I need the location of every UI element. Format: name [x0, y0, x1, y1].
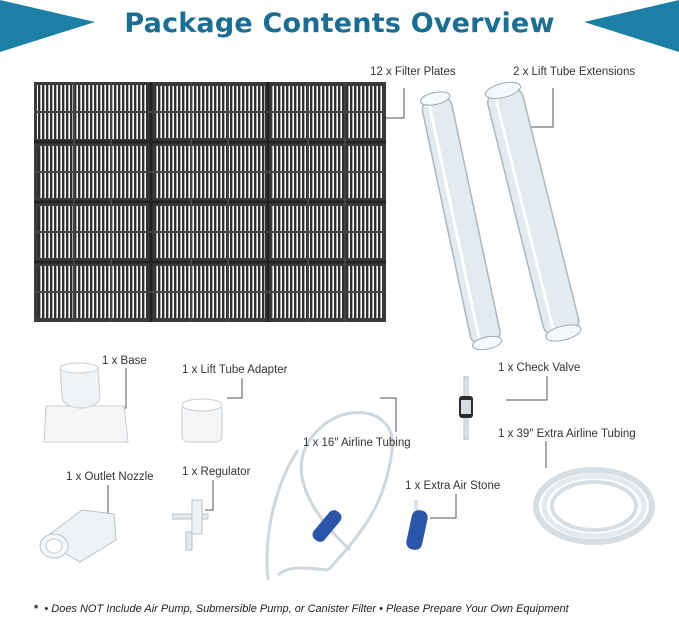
lift-tube-adapter-image — [181, 398, 223, 443]
base-label: 1 x Base — [102, 355, 147, 367]
airline-16-label: 1 x 16″ Airline Tubing — [303, 437, 411, 449]
outlet-nozzle-label: 1 x Outlet Nozzle — [66, 471, 154, 483]
check-valve-label: 1 x Check Valve — [498, 362, 581, 374]
lift-tube-extensions-image — [420, 81, 582, 350]
filter-plates-image — [34, 82, 386, 322]
footnote-text: • Does NOT Include Air Pump, Submersible… — [44, 603, 569, 615]
outlet-nozzle-image — [39, 509, 117, 563]
footnote: * • Does NOT Include Air Pump, Submersib… — [34, 603, 569, 615]
regulator-image — [172, 499, 209, 551]
airline-39-label: 1 x 39″ Extra Airline Tubing — [498, 428, 636, 440]
left-corner-decoration — [0, 0, 95, 52]
regulator-label: 1 x Regulator — [182, 466, 251, 478]
air-stone-label: 1 x Extra Air Stone — [405, 480, 501, 492]
filter-plates-label: 12 x Filter Plates — [370, 66, 456, 78]
airline-tubing-39-image — [533, 467, 655, 545]
footnote-star: * — [34, 603, 39, 615]
base-image — [43, 362, 129, 443]
page-title: Package Contents Overview — [124, 8, 555, 39]
right-corner-decoration — [584, 0, 679, 52]
lift-tube-extensions-label: 2 x Lift Tube Extensions — [513, 66, 636, 78]
check-valve-image — [459, 376, 473, 440]
airline-tubing-16-image — [265, 411, 394, 581]
lift-tube-adapter-label: 1 x Lift Tube Adapter — [182, 364, 288, 376]
air-stone-image — [406, 500, 428, 550]
